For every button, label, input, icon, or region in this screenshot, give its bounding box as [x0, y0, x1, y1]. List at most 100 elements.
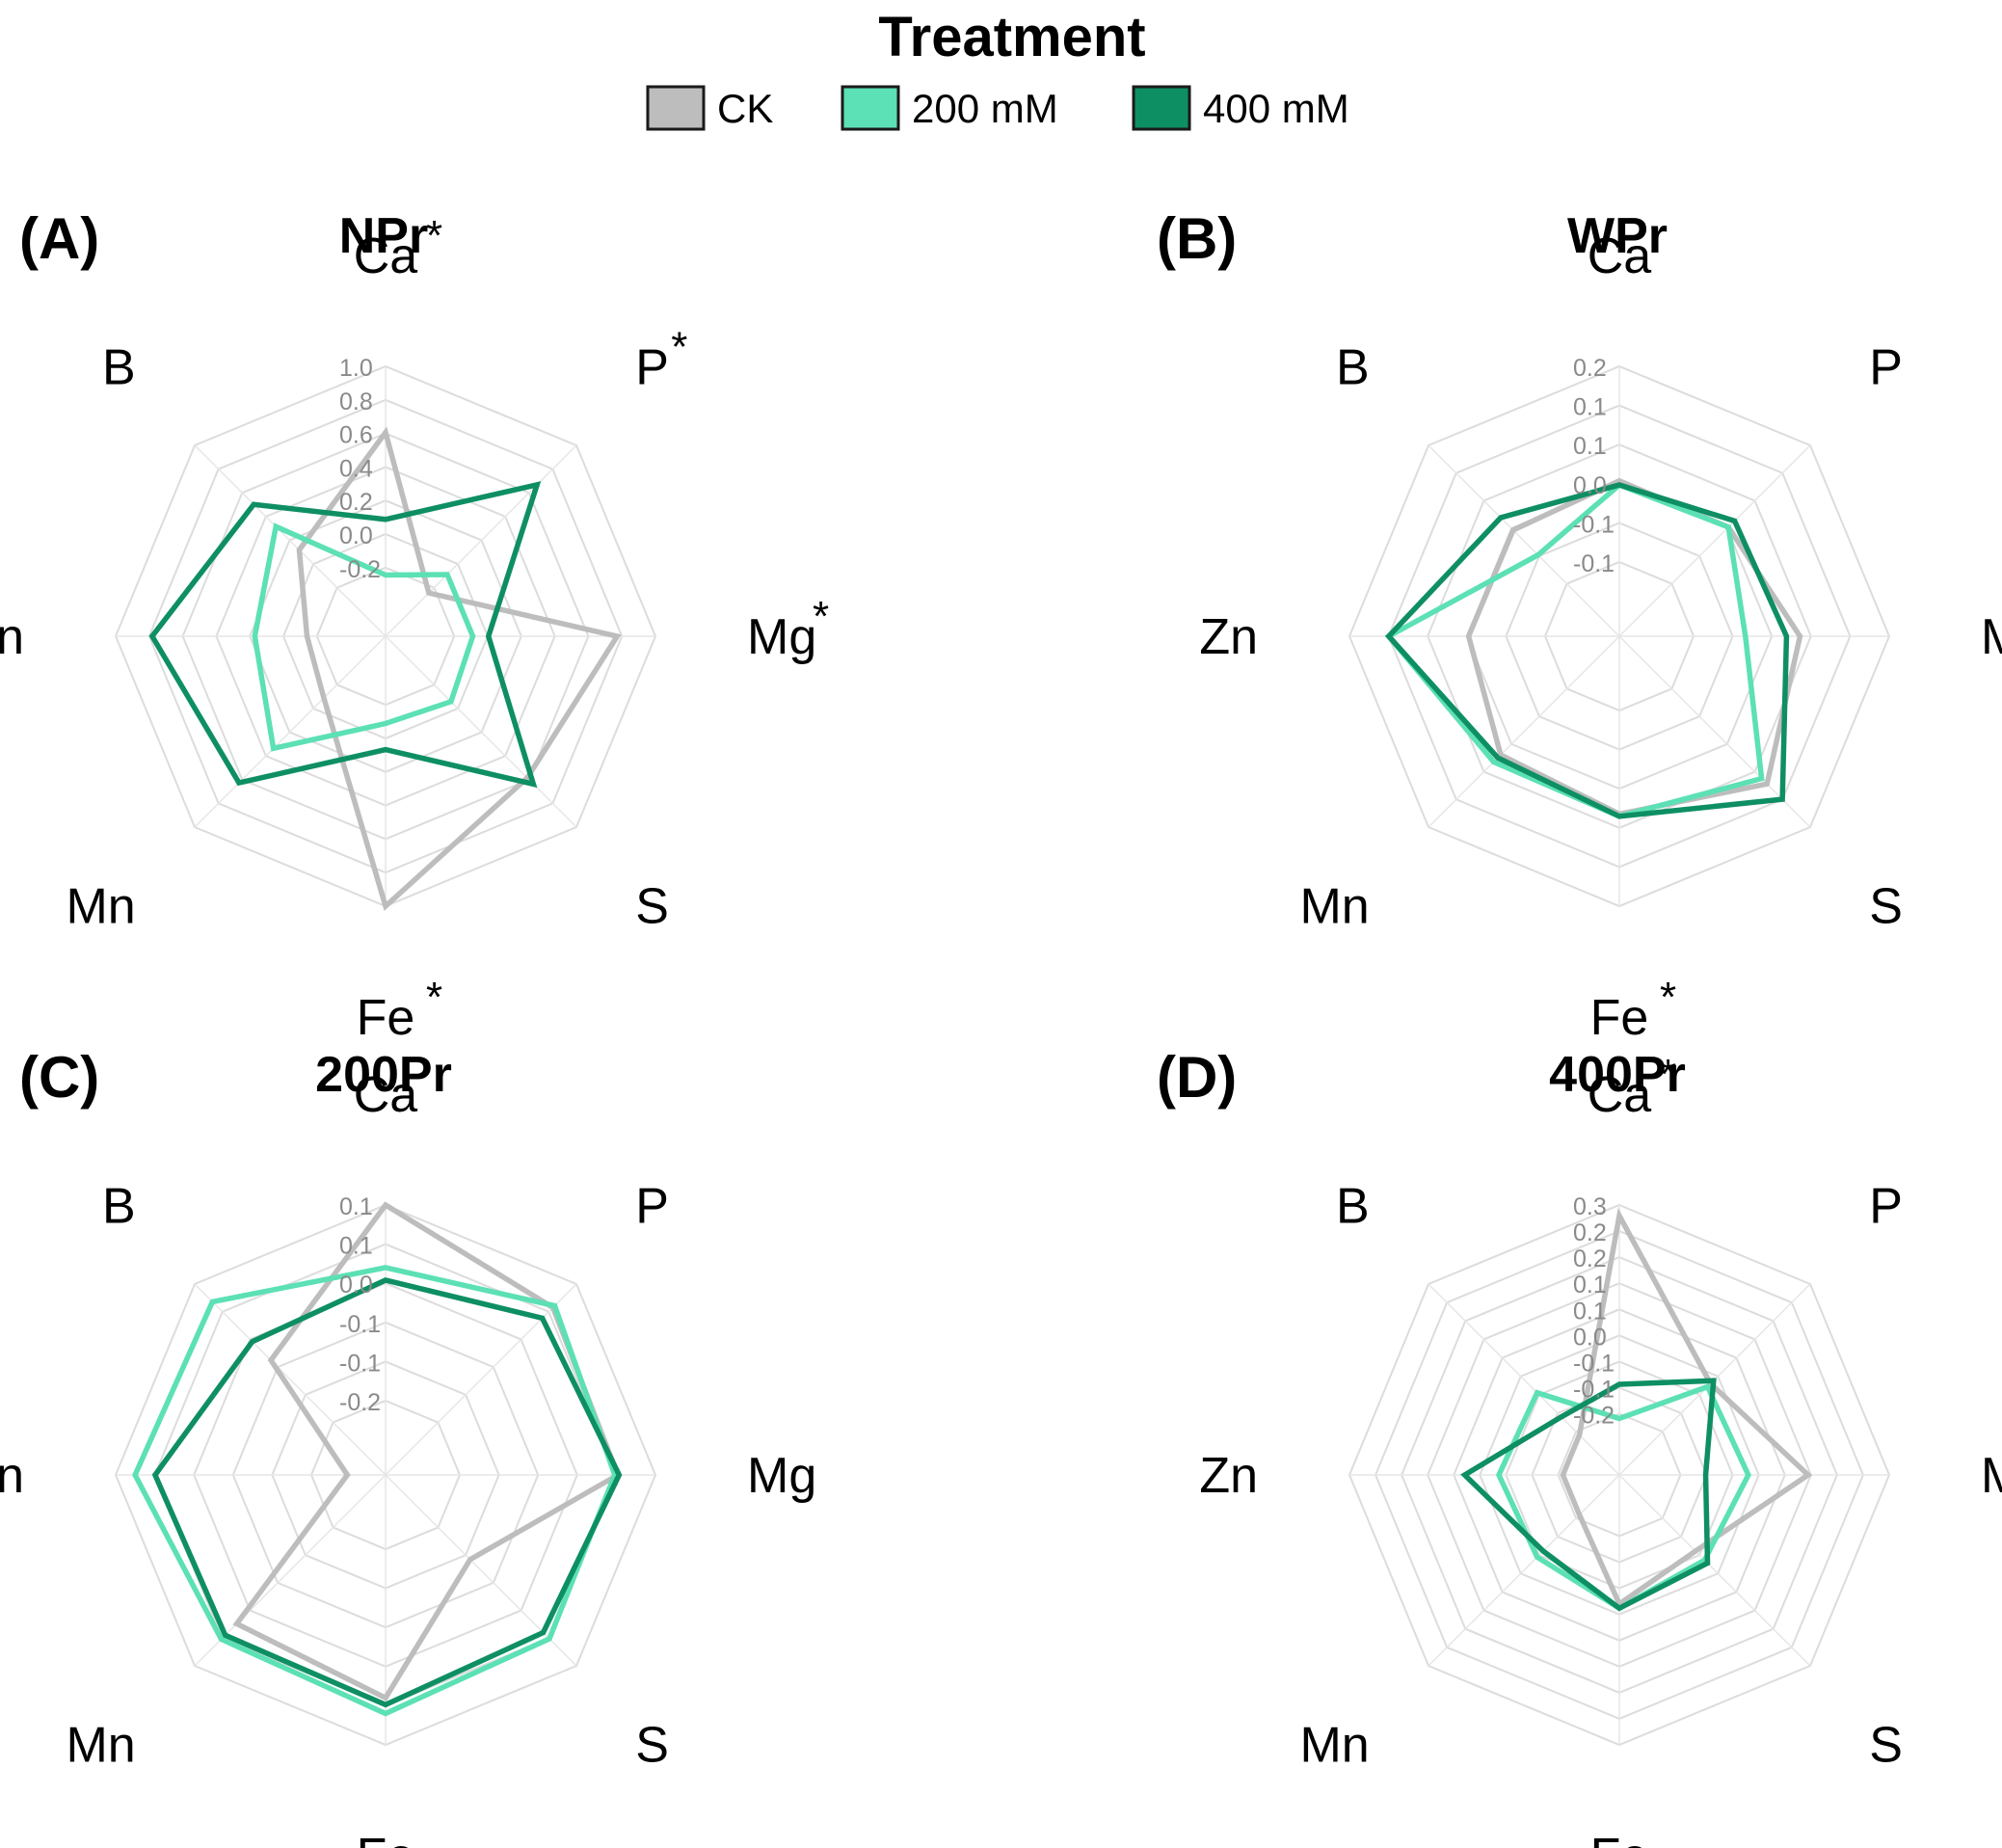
tick-label: 0.2 [339, 489, 373, 516]
axis-label-s: S [1869, 1717, 1903, 1773]
panel-title: WPr [1567, 208, 1668, 264]
tick-label: 1.0 [339, 355, 373, 382]
series-line-400mm [1385, 482, 1790, 819]
tick-label: 0.0 [1573, 472, 1607, 499]
panel-label: (C) [19, 1045, 99, 1110]
radar-panels: (A)NPr-0.20.00.20.40.60.81.0Ca*P*Mg*SFe*… [0, 206, 2002, 1848]
legend-swatch-ck [646, 85, 706, 131]
axis-label-mg: Mg [747, 1448, 816, 1504]
tick-label: 0.0 [1573, 1324, 1607, 1351]
tick-label: 0.1 [339, 1193, 373, 1220]
axis-spoke [194, 1283, 387, 1476]
series-line-200mm [252, 522, 476, 752]
radar-panel: (A)NPr-0.20.00.20.40.60.81.0Ca*P*Mg*SFe*… [0, 206, 829, 1046]
tick-label: 0.6 [339, 422, 373, 449]
axis-label-b: B [1336, 1179, 1370, 1235]
tick-label: 0.3 [1573, 1193, 1607, 1220]
axis-label-s: S [635, 878, 669, 934]
axis-label-p: P [635, 340, 669, 396]
tick-label: -0.1 [1573, 550, 1615, 577]
panel-label: (D) [1157, 1045, 1237, 1110]
tick-label: 0.1 [1573, 1272, 1607, 1299]
radar-panel: (D)400Pr-0.2-0.1-0.10.00.10.10.20.20.3Ca… [1157, 1045, 2002, 1848]
axis-label-b: B [102, 340, 136, 396]
significance-star: * [671, 324, 687, 371]
legend-item-ck: CK [646, 85, 773, 131]
significance-star: * [426, 212, 442, 259]
panel-title: NPr [339, 208, 428, 264]
legend-item-400mm: 400 mM [1132, 85, 1349, 131]
axis-label-fe: Fe [1590, 990, 1649, 1046]
axis-spoke [385, 635, 577, 828]
significance-star: * [426, 974, 442, 1021]
tick-label: 0.0 [339, 1272, 373, 1299]
axis-spoke [1618, 444, 1811, 637]
axis-label-zn: Zn [1199, 1448, 1258, 1504]
panel-label: (A) [19, 206, 99, 271]
radar-panel: (C)200Pr-0.2-0.1-0.10.00.10.1CaPMgSFeMnZ… [0, 1045, 816, 1848]
axis-spoke [1618, 1474, 1811, 1667]
series-line-ck [296, 426, 622, 911]
axis-spoke [194, 635, 387, 828]
axis-label-ca: Ca [1588, 1067, 1652, 1123]
tick-label: -0.1 [339, 1350, 381, 1377]
axis-label-zn: Zn [0, 609, 24, 665]
tick-label: 0.0 [339, 522, 373, 549]
legend-label-200mm: 200 mM [912, 86, 1058, 131]
panel-title: 200Pr [315, 1047, 452, 1103]
significance-star: * [1660, 974, 1676, 1021]
axis-spoke [385, 444, 577, 637]
axis-label-mn: Mn [66, 1717, 135, 1773]
axis-spoke [1618, 635, 1811, 828]
axis-spoke [1428, 444, 1620, 637]
axis-label-ca: Ca [354, 228, 418, 284]
legend-label-ck: CK [717, 86, 773, 131]
axis-label-mg: Mg [1981, 1448, 2002, 1504]
series-line-400mm [148, 481, 542, 789]
panel-title: 400Pr [1549, 1047, 1686, 1103]
tick-label: -0.1 [1573, 511, 1615, 538]
axis-label-p: P [635, 1179, 669, 1235]
axis-label-fe: Fe [357, 990, 415, 1046]
legend-swatch-200mm [841, 85, 900, 131]
axis-label-ca: Ca [354, 1067, 418, 1123]
tick-label: 0.8 [339, 388, 373, 415]
tick-label: 0.1 [339, 1233, 373, 1260]
axis-spoke [1428, 1474, 1620, 1667]
tick-label: 0.1 [1573, 433, 1607, 460]
panel-label: (B) [1157, 206, 1237, 271]
axis-label-zn: Zn [0, 1448, 24, 1504]
series-line-ck [1465, 477, 1803, 817]
legend-label-400mm: 400 mM [1203, 86, 1349, 131]
significance-star: * [813, 593, 829, 640]
series-line-400mm [151, 1277, 623, 1708]
axis-label-s: S [1869, 878, 1903, 934]
axis-spoke [1428, 635, 1620, 828]
legend-swatch-400mm [1132, 85, 1191, 131]
axis-spoke [1428, 1283, 1620, 1476]
axis-label-b: B [102, 1179, 136, 1235]
axis-label-p: P [1869, 1179, 1903, 1235]
axis-label-s: S [635, 1717, 669, 1773]
axis-label-fe: Fe [1590, 1829, 1649, 1848]
axis-label-ca: Ca [1588, 228, 1652, 284]
tick-label: 0.2 [1573, 1245, 1607, 1272]
tick-label: 0.1 [1573, 394, 1607, 421]
tick-label: -0.2 [1573, 1403, 1615, 1430]
axis-spoke [194, 444, 387, 637]
tick-label: -0.1 [339, 1311, 381, 1338]
legend-item-200mm: 200 mM [841, 85, 1058, 131]
axis-label-fe: Fe [357, 1829, 415, 1848]
tick-label: -0.1 [1573, 1350, 1615, 1377]
axis-label-mn: Mn [1299, 878, 1369, 934]
tick-label: 0.2 [1573, 355, 1607, 382]
series-line-ck [1560, 1207, 1813, 1608]
axis-label-mg: Mg [1981, 609, 2002, 665]
series-line-200mm [132, 1265, 618, 1717]
legend-title: Treatment [878, 6, 1145, 68]
axis-label-zn: Zn [1199, 609, 1258, 665]
legend: Treatment CK 200 mM 400 mM [646, 6, 1349, 131]
tick-label: -0.1 [1573, 1376, 1615, 1403]
